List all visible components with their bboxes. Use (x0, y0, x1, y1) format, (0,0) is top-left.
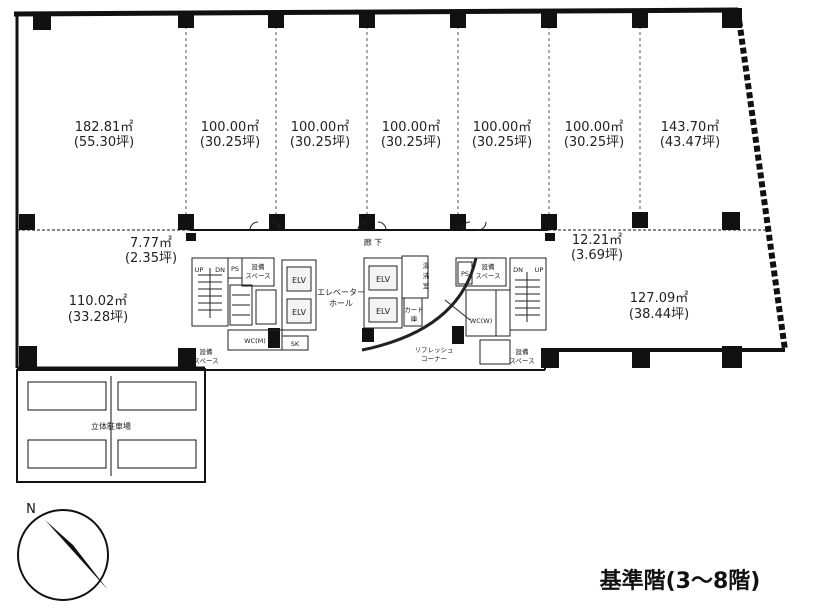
cleaning-room-label: 室 (423, 281, 430, 290)
outer-walls (13, 7, 788, 371)
unit-labels: 182.81㎡ (55.30坪) 100.00㎡ (30.25坪) 100.00… (68, 120, 720, 325)
equip-space-label: スペース (475, 272, 500, 280)
unit-area: 127.09㎡ (630, 291, 689, 306)
unit-area: 110.02㎡ (69, 294, 128, 309)
equip-space-label: 設備 (200, 347, 214, 356)
unit-tsubo: (55.30坪) (74, 135, 134, 150)
cleaning-room-label: 湯 (423, 261, 430, 270)
equip-space-label: 設備 (482, 262, 496, 271)
cleaning-room-label: 沸 (423, 271, 430, 280)
stair-up-label: UP (535, 266, 544, 274)
unit-tsubo: (30.25坪) (472, 135, 532, 150)
unit-tsubo: (38.44坪) (629, 307, 689, 322)
unit-area: 182.81㎡ (75, 120, 134, 135)
parking-structure (16, 369, 206, 483)
card-room-label: カード (404, 306, 424, 314)
unit-tsubo: (43.47坪) (660, 135, 720, 150)
equip-space-label: スペース (509, 357, 534, 365)
core-area (191, 221, 547, 365)
unit-tsubo: (3.69坪) (571, 248, 623, 263)
elv-label: ELV (376, 307, 391, 316)
unit-tsubo: (30.25坪) (564, 135, 624, 150)
plan-title: 基準階(3〜8階) (600, 568, 761, 594)
refresh-corner-label: コーナー (421, 355, 447, 363)
wc-w-label: WC(W) (470, 317, 492, 325)
sk-label: SK (291, 340, 300, 348)
north-label: N (26, 502, 36, 517)
equip-space-label: スペース (193, 357, 218, 365)
unit-tsubo: (30.25坪) (290, 135, 350, 150)
equip-space-label: スペース (245, 272, 270, 280)
unit-area: 12.21㎡ (572, 233, 622, 248)
unit-area: 100.00㎡ (291, 120, 350, 135)
core-labels: 廊 下 エレベーター ホール ELV ELV ELV ELV 湯 沸 室 カード… (91, 237, 543, 431)
unit-partitions (185, 20, 641, 222)
wc-m-label: WC(M) (244, 337, 266, 345)
unit-tsubo: (30.25坪) (381, 135, 441, 150)
parking-label: 立体駐車場 (91, 421, 131, 431)
stair-up-label: UP (195, 266, 204, 274)
unit-area: 100.00㎡ (382, 120, 441, 135)
unit-area: 100.00㎡ (201, 120, 260, 135)
equip-space-label: 設備 (516, 347, 530, 356)
elv-label: ELV (376, 275, 391, 284)
unit-area: 7.77㎡ (130, 236, 172, 251)
equip-space-label: 設備 (252, 262, 266, 271)
elevator-hall-label: エレベーター (317, 288, 365, 297)
ps-label: PS (231, 265, 239, 273)
structural-columns (19, 8, 742, 368)
unit-tsubo: (33.28坪) (68, 310, 128, 325)
elv-label: ELV (292, 276, 307, 285)
north-compass: N (17, 502, 109, 601)
stair-dn-label: DN (215, 266, 225, 274)
card-room-label: 庫 (411, 314, 418, 323)
ps-label: PS (461, 270, 469, 278)
unit-area: 100.00㎡ (473, 120, 532, 135)
refresh-corner-label: リフレッシュ (415, 346, 454, 354)
unit-area: 143.70㎡ (661, 120, 720, 135)
unit-area: 100.00㎡ (565, 120, 624, 135)
stair-dn-label: DN (513, 266, 523, 274)
unit-tsubo: (2.35坪) (125, 251, 177, 266)
unit-tsubo: (30.25坪) (200, 135, 260, 150)
elv-label: ELV (292, 308, 307, 317)
corridor-label: 廊 下 (364, 237, 383, 247)
elevator-hall-label: ホール (329, 299, 353, 308)
